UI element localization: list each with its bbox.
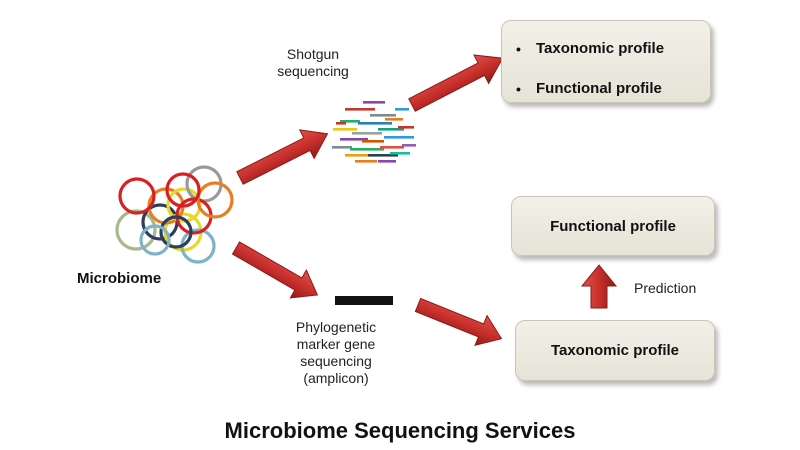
microbiome-label: Microbiome [77,270,162,287]
marker-gene-bar [335,296,393,305]
prediction-label: Prediction [634,280,697,296]
amplicon-label-line-1: Phylogenetic [295,319,377,335]
read-fragment [355,160,377,163]
arrow-to-shotgun-results [408,54,504,112]
read-fragment [352,132,382,135]
page-title: Microbiome Sequencing Services [224,418,576,443]
list-item: • Taxonomic profile [516,39,710,79]
read-fragment [368,154,398,157]
read-fragment [390,152,410,155]
read-fragment [370,114,396,117]
read-fragment [340,120,360,123]
read-fragment [336,122,346,125]
read-fragment [362,140,384,143]
read-fragment [363,101,385,104]
read-fragment [332,146,352,149]
read-fragment [358,122,392,125]
microbe-ring [118,177,156,215]
prediction-arrow [580,264,618,309]
amplicon-taxonomic-profile-box: Taxonomic profile [515,320,715,381]
amplicon-sequencing-label: Phylogenetic marker gene sequencing (amp… [276,319,396,387]
read-fragment [340,138,368,141]
read-fragment [378,128,404,131]
read-fragment [385,118,403,121]
amplicon-label-line-4: (amplicon) [303,370,369,386]
arrow-to-amplicon-result [414,297,503,347]
read-fragment [345,108,375,111]
shotgun-reads [332,101,416,163]
arrow-to-shotgun [236,129,329,185]
shotgun-sequencing-label: Shotgun sequencing [258,46,368,80]
read-fragment [345,154,371,157]
amplicon-label-line-3: sequencing [300,353,372,369]
bullet-icon: • [516,41,521,57]
predicted-functional-profile-box: Functional profile [511,196,715,256]
shotgun-results-list: • Taxonomic profile • Functional profile [502,21,710,119]
microbe-ring [115,209,157,251]
read-fragment [398,126,414,129]
shotgun-results-box: • Taxonomic profile • Functional profile [501,20,711,103]
read-fragment [380,146,404,149]
microbe-ring [159,215,193,249]
shotgun-label-line-2: sequencing [277,63,349,79]
microbe-ring [165,172,201,208]
list-item: • Functional profile [516,79,710,119]
read-fragment [378,160,396,163]
read-fragment [402,144,416,147]
microbe-ring [139,224,171,256]
shotgun-taxonomic-profile: Taxonomic profile [536,40,665,57]
read-fragment [395,108,409,111]
read-fragment [384,136,414,139]
read-fragment [350,148,384,151]
microbiome-rings [115,165,234,264]
read-fragment [333,128,357,131]
microbe-ring [180,228,216,264]
microbe-ring [196,181,234,219]
amplicon-label-line-2: marker gene [296,336,376,352]
arrow-to-amplicon [231,241,319,299]
shotgun-functional-profile: Functional profile [536,80,662,97]
bullet-icon: • [516,81,521,97]
shotgun-label-line-1: Shotgun [286,46,340,62]
